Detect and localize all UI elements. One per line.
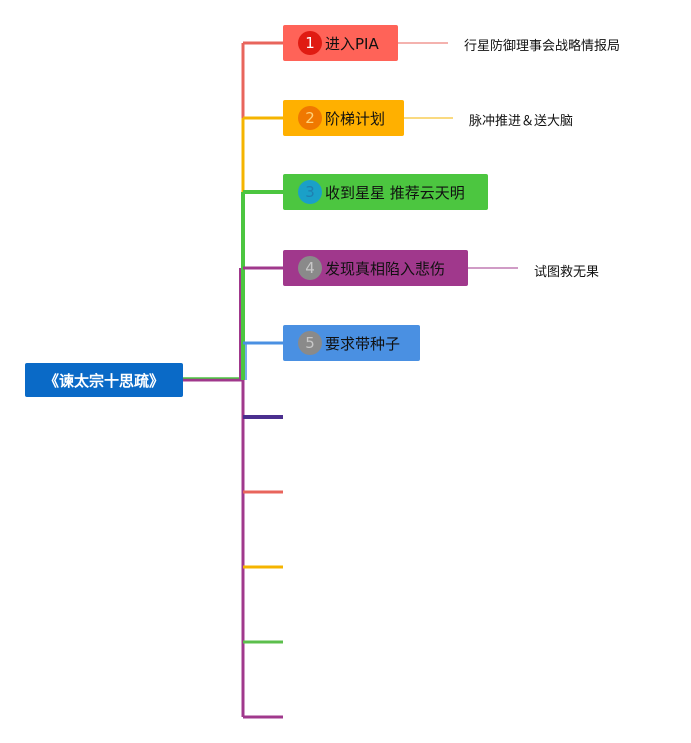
topic-node-5[interactable]: 5 要求带种子 — [283, 325, 420, 361]
topic-node-2[interactable]: 2 阶梯计划 — [283, 100, 404, 136]
topic-label-1: 进入PIA — [325, 34, 379, 53]
topic-note-2: 脉冲推进＆送大脑 — [469, 114, 574, 129]
number-badge-3-icon: 3 — [298, 180, 322, 204]
topic-note-4: 试图救无果 — [534, 265, 600, 280]
topic-label-4: 发现真相陷入悲伤 — [325, 259, 446, 278]
number-badge-4-icon: 4 — [298, 256, 322, 280]
root-topic-label: 《谏太宗十思疏》 — [43, 371, 164, 390]
topic-node-1[interactable]: 1 进入PIA — [283, 25, 398, 61]
topic-label-3: 收到星星 推荐云天明 — [325, 183, 465, 202]
topic-note-1: 行星防御理事会战略情报局 — [464, 39, 621, 54]
number-badge-1-icon: 1 — [298, 31, 322, 55]
topic-node-3[interactable]: 3 收到星星 推荐云天明 — [283, 174, 488, 210]
topic-node-4[interactable]: 4 发现真相陷入悲伤 — [283, 250, 468, 286]
number-badge-2-icon: 2 — [298, 106, 322, 130]
number-badge-5-icon: 5 — [298, 331, 322, 355]
root-topic[interactable]: 《谏太宗十思疏》 — [25, 363, 183, 397]
topic-label-5: 要求带种子 — [325, 334, 401, 353]
topic-label-2: 阶梯计划 — [325, 109, 386, 128]
